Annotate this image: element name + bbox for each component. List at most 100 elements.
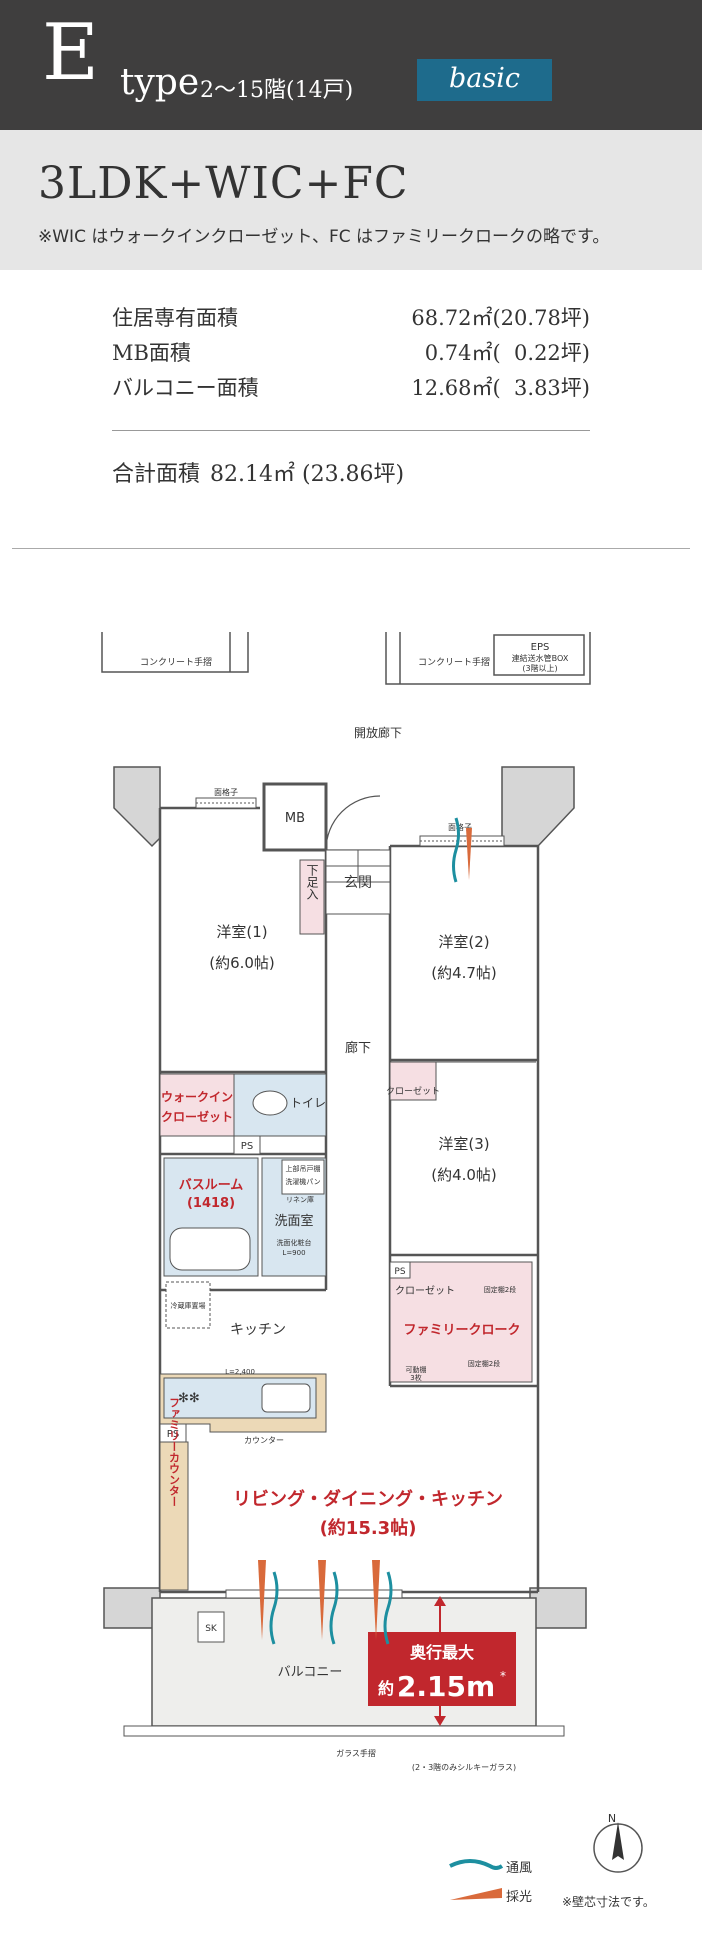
- area-row: バルコニー面積 12.68㎡( 3.83坪): [112, 372, 590, 407]
- area-table: 住居専有面積 68.72㎡(20.78坪) MB面積 0.74㎡( 0.22坪)…: [112, 302, 590, 407]
- toilet-icon: [252, 1090, 288, 1116]
- area-divider: [112, 430, 590, 431]
- sk-box: [197, 1611, 225, 1643]
- section-divider: [12, 548, 690, 549]
- fridge-label: 冷蔵庫置場: [171, 1301, 206, 1310]
- family-cloak-label: ファミリークローク: [403, 1323, 520, 1338]
- basic-badge: basic: [417, 59, 552, 101]
- movable-shelf-label-2: 3枚: [410, 1373, 421, 1382]
- room2-name: 洋室(2): [438, 933, 489, 951]
- room2-closet: [389, 1061, 437, 1101]
- type-letter: E: [42, 8, 99, 98]
- sk-label: SK: [205, 1624, 218, 1634]
- upper-shelf-label: 上部吊戸棚: [286, 1164, 321, 1173]
- daylight-legend-icon: [450, 1888, 502, 1900]
- plan-name: 3LDK+WIC+FC: [38, 158, 409, 209]
- ventilation-marks: [269, 817, 460, 1645]
- north-label: N: [608, 1812, 616, 1825]
- bath-size: (1418): [187, 1196, 235, 1211]
- concrete-rail-label: コンクリート手摺: [140, 656, 212, 668]
- area-label: バルコニー面積: [112, 376, 259, 400]
- eps-sub2: (3階以上): [522, 663, 557, 673]
- fridge-space: [165, 1281, 211, 1329]
- fixed-shelf-label-top: 固定棚2段: [484, 1285, 516, 1294]
- glass-rail-note: (2・3階のみシルキーガラス): [412, 1762, 516, 1772]
- area-row: MB面積 0.74㎡( 0.22坪): [112, 337, 590, 372]
- room2-closet-label: クローゼット: [386, 1085, 440, 1097]
- room1-name: 洋室(1): [216, 923, 267, 941]
- family-cloak: [389, 1261, 533, 1383]
- area-row: 住居専有面積 68.72㎡(20.78坪): [112, 302, 590, 337]
- plan-band: [0, 130, 702, 270]
- concrete-rail-left: [101, 632, 249, 673]
- entrance-door: [325, 795, 381, 851]
- ps-label-cloak: PS: [394, 1267, 405, 1277]
- room3-size: (約4.0帖): [431, 1166, 497, 1184]
- kitchen-length: L=2,400: [225, 1368, 255, 1376]
- depth-label: 奥行最大: [410, 1643, 474, 1662]
- linen-label: リネン庫: [286, 1195, 314, 1204]
- washer-label: 洗濯機パン: [285, 1177, 320, 1186]
- glass-rail-label: ガラス手摺: [336, 1748, 376, 1758]
- ps-box: [233, 1135, 261, 1155]
- entrance-label: 玄関: [344, 874, 372, 891]
- ps-box-cloak: [389, 1261, 411, 1279]
- mb-label: MB: [285, 811, 305, 826]
- total-value: 82.14㎡ (23.86坪): [210, 462, 405, 487]
- north-arrow-icon: [612, 1822, 624, 1860]
- concrete-rail-right: [385, 632, 591, 685]
- area-label: MB面積: [112, 341, 191, 365]
- corridor-label: 開放廊下: [354, 725, 402, 740]
- room1-size: (約6.0帖): [209, 954, 275, 972]
- ldk-name: リビング・ダイニング・キッチン: [233, 1488, 503, 1510]
- eps-box: [493, 634, 585, 676]
- hallway-label: 廊下: [345, 1040, 371, 1056]
- depth-prefix: 約: [378, 1679, 394, 1698]
- mb-box: [262, 782, 328, 852]
- area-value: 0.74㎡( 0.22坪): [424, 341, 590, 365]
- total-label: 合計面積: [112, 462, 201, 487]
- shoe-box-label: 下足入: [305, 864, 319, 900]
- sink-icon: [261, 1383, 311, 1413]
- ps-label: PS: [241, 1141, 253, 1152]
- plan-note: ※WIC はウォークインクローゼット、FC はファミリークロークの略です。: [38, 227, 610, 247]
- vanity-label: 洗面化粧台: [277, 1238, 312, 1247]
- fixed-shelf-label-bottom: 固定棚2段: [468, 1359, 500, 1368]
- type-word: type: [120, 62, 200, 103]
- area-value: 12.68㎡( 3.83坪): [411, 376, 590, 400]
- toilet-label: トイレ: [290, 1096, 326, 1110]
- area-value: 68.72㎡(20.78坪): [411, 306, 590, 330]
- grille-label: 面格子: [214, 787, 238, 797]
- washer-pan: [281, 1159, 325, 1195]
- family-counter: [159, 1441, 189, 1591]
- shoe-box: [299, 859, 325, 935]
- header-bar: [0, 0, 702, 130]
- depth-value: 2.15m: [397, 1670, 495, 1703]
- ldk-size: (約15.3帖): [320, 1517, 417, 1539]
- concrete-rail-label: コンクリート手摺: [418, 656, 490, 668]
- ventilation-legend-label: 通風: [506, 1861, 532, 1876]
- eps-sub1: 連結送水管BOX: [512, 653, 569, 663]
- wall-note: ※壁芯寸法です。: [562, 1894, 655, 1909]
- floor-range: 2〜15階(14戸): [200, 78, 354, 103]
- movable-shelf-label-1: 可動棚: [406, 1365, 427, 1374]
- ps-label-kitchen: PS: [167, 1429, 179, 1440]
- depth-box: [368, 1632, 516, 1706]
- family-counter-label: ファミリーカウンター: [168, 1397, 181, 1507]
- cooktop-icon: ✻✻: [178, 1391, 200, 1406]
- walk-in-closet: [159, 1073, 235, 1137]
- counter-label: カウンター: [244, 1436, 284, 1445]
- total-area: 合計面積 82.14㎡ (23.86坪): [112, 456, 414, 488]
- depth-mark: *: [500, 1669, 506, 1683]
- balcony-rail: [123, 1725, 565, 1737]
- daylight-legend-label: 採光: [506, 1890, 532, 1905]
- cloak-closet-label: クローゼット: [395, 1285, 455, 1297]
- bathtub-icon: [169, 1227, 251, 1271]
- area-label: 住居専有面積: [112, 306, 238, 330]
- grille-label: 面格子: [448, 822, 472, 832]
- washroom-label: 洗面室: [274, 1213, 313, 1229]
- column-top-left: [113, 766, 161, 848]
- wic-label-1: ウォークイン: [161, 1090, 233, 1104]
- eps-label: EPS: [531, 642, 550, 653]
